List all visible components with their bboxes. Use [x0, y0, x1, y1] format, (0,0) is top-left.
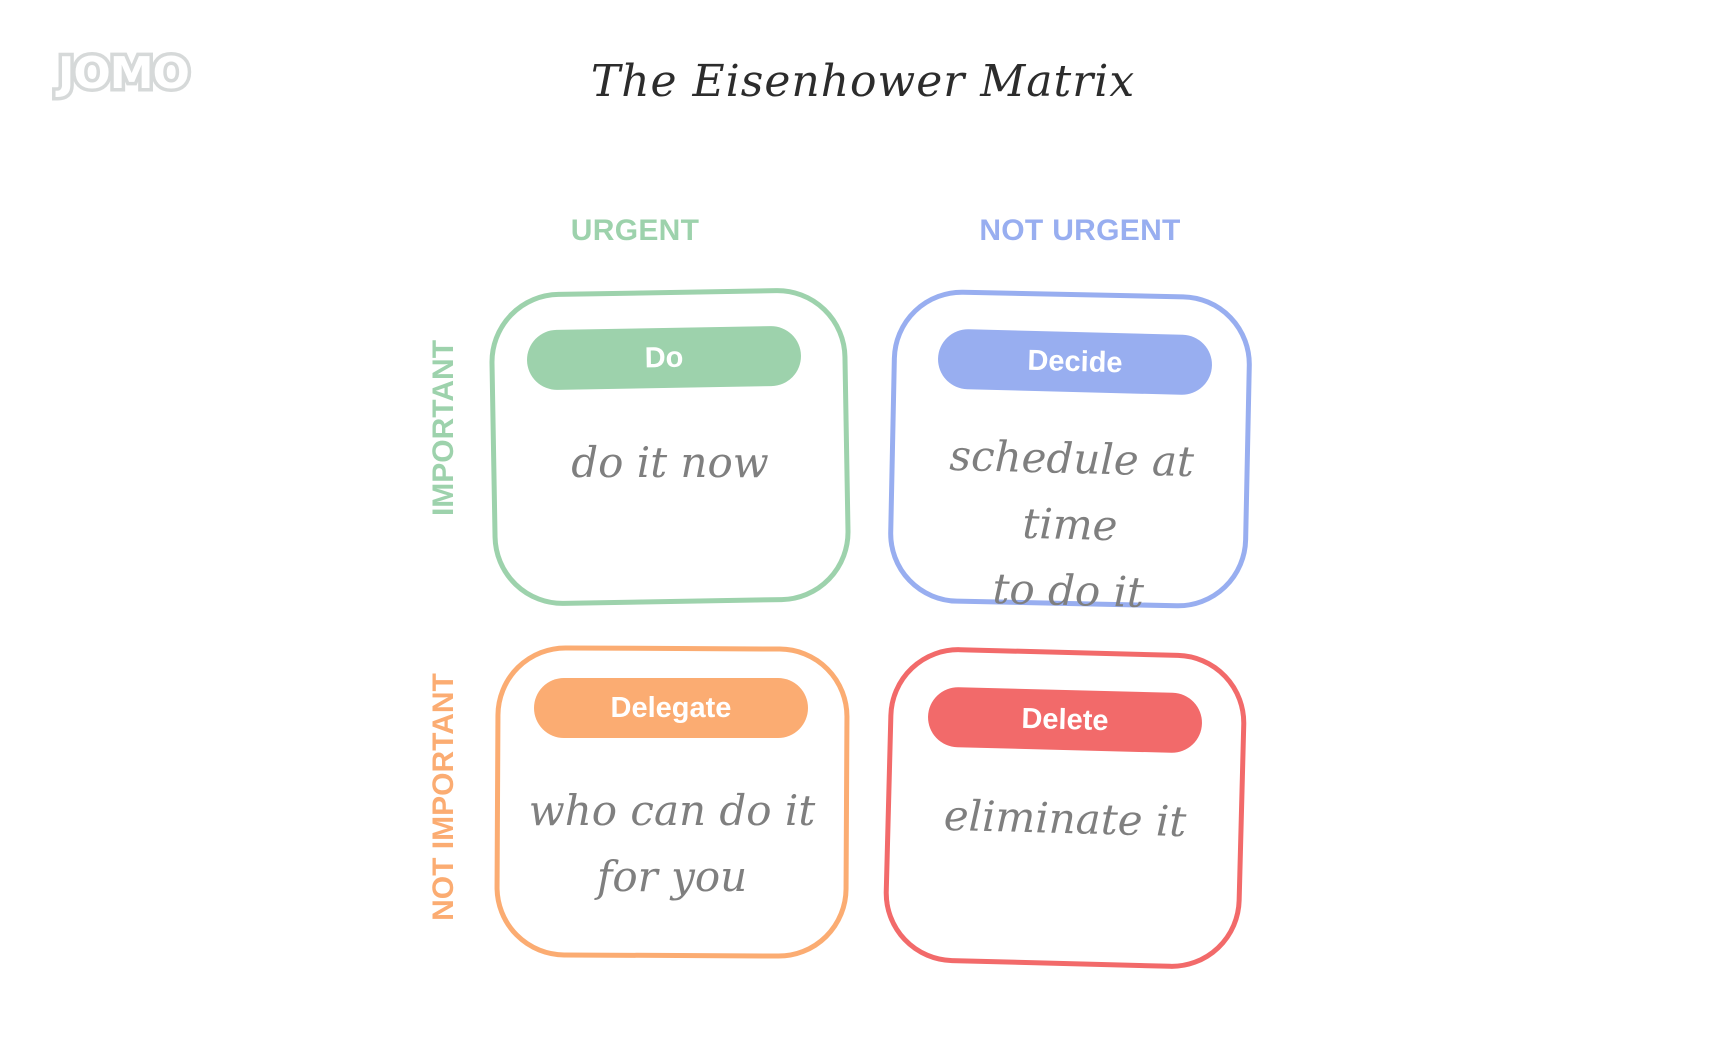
note-do-line-1: do it now [571, 438, 769, 487]
action-pill-delegate: Delegate [534, 678, 808, 738]
note-decide-line-1: schedule at time [948, 430, 1195, 551]
note-do: do it now [520, 430, 820, 496]
note-delegate: who can do it for you [522, 778, 822, 910]
note-decide: schedule at time to do it [902, 422, 1237, 629]
column-label-not-urgent: NOT URGENT [979, 214, 1181, 247]
row-label-not-important: NOT IMPORTANT [427, 673, 460, 921]
action-pill-do: Do [526, 325, 802, 391]
row-label-important: IMPORTANT [427, 339, 460, 517]
note-delegate-line-1: who can do it [528, 786, 816, 835]
note-delegate-line-2: for you [596, 852, 748, 901]
note-delete-line-1: eliminate it [943, 790, 1187, 847]
action-pill-decide: Decide [937, 328, 1213, 396]
column-label-urgent: URGENT [570, 214, 700, 247]
action-pill-delete: Delete [927, 686, 1203, 754]
page-title: The Eisenhower Matrix [590, 56, 1136, 107]
jomo-logo: JOMO [55, 48, 194, 99]
note-decide-line-2: to do it [991, 564, 1145, 617]
note-delete: eliminate it [914, 782, 1216, 856]
